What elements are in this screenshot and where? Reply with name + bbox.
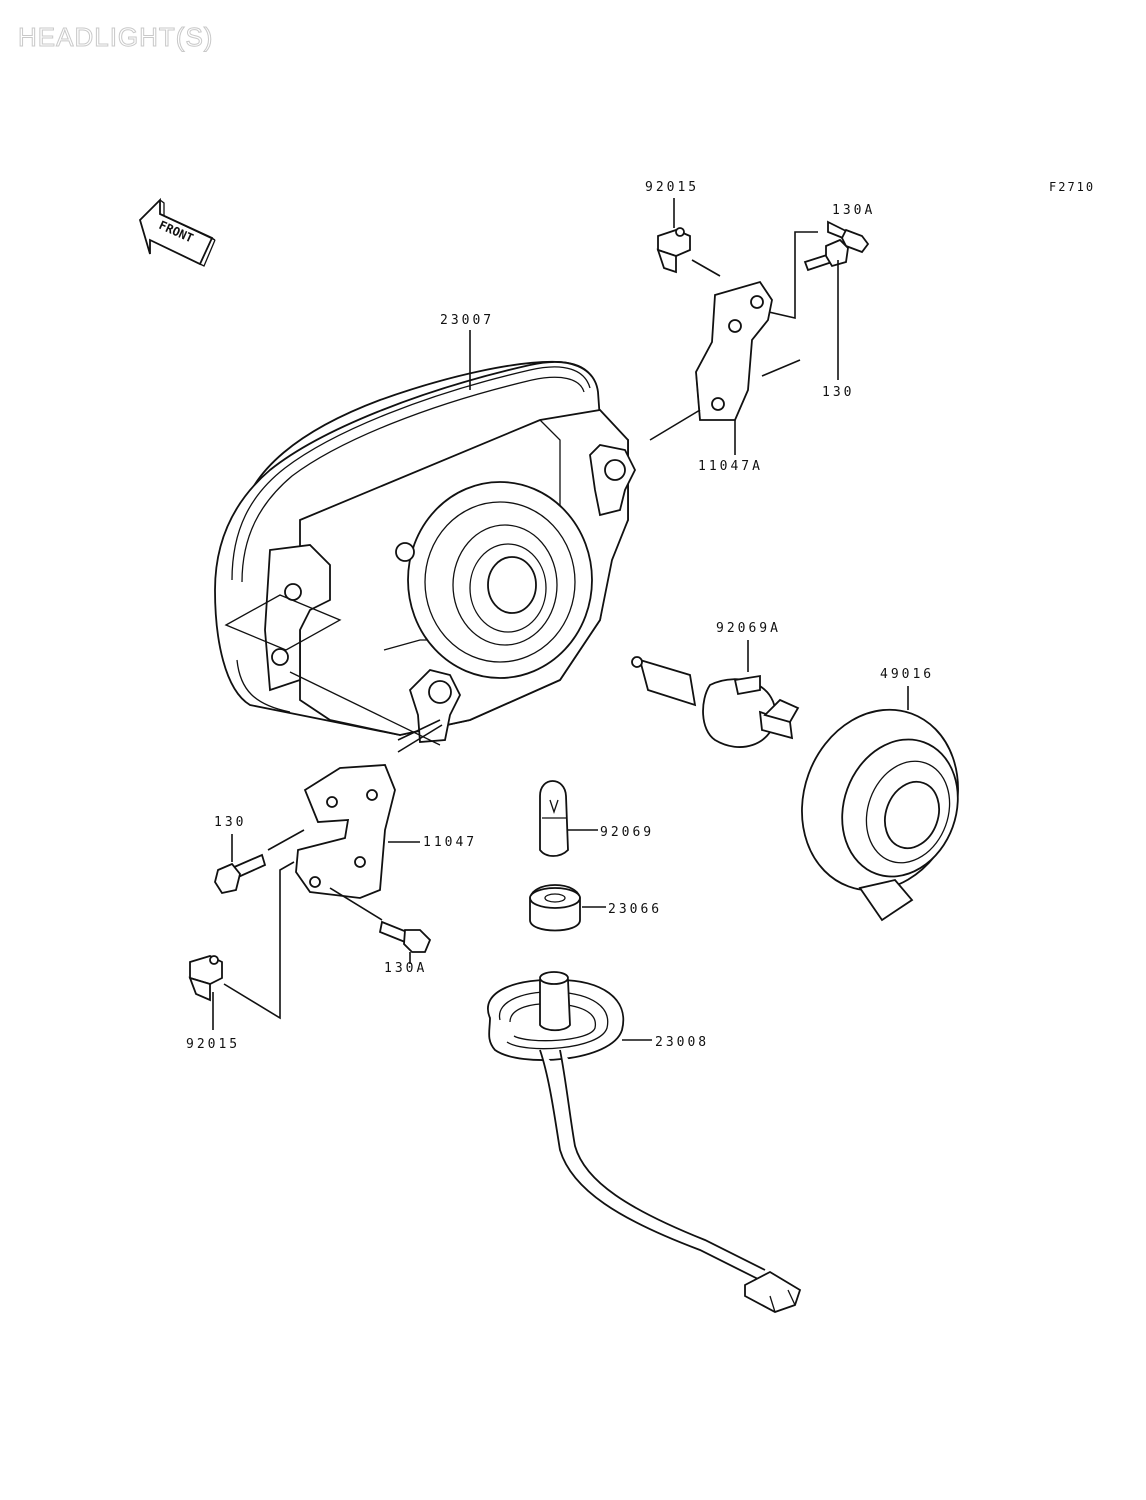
label-23066: 23066 (608, 902, 662, 917)
label-130A-top: 130A (832, 203, 875, 218)
label-130-left: 130 (214, 815, 246, 830)
headlight-bulb (631, 656, 800, 748)
label-23007: 23007 (440, 313, 494, 328)
position-bulb (539, 780, 569, 857)
label-23008: 23008 (655, 1035, 709, 1050)
bulb-socket (487, 971, 802, 1313)
grommet (529, 884, 581, 932)
clip-nut-bottom (188, 955, 223, 1002)
headlight-unit (214, 360, 637, 746)
bulb-cover (801, 708, 959, 922)
bolt-130-left (214, 853, 267, 895)
label-130-top: 130 (822, 385, 854, 400)
label-11047: 11047 (423, 835, 477, 850)
bracket-left (295, 764, 396, 899)
label-130A-bottom: 130A (384, 961, 427, 976)
front-arrow-icon: FRONT (138, 197, 216, 267)
label-92069: 92069 (600, 825, 654, 840)
label-92015-top: 92015 (645, 180, 699, 195)
figure-reference: F2710 (1049, 180, 1096, 194)
page-title: HEADLIGHT(S) (17, 22, 214, 53)
bolt-130A-top (827, 220, 870, 254)
bolt-130-top (803, 238, 849, 272)
bracket-right (695, 280, 773, 421)
clip-nut-top (656, 227, 691, 274)
label-92069A: 92069A (716, 621, 781, 636)
bolt-130A-bottom (378, 920, 432, 953)
label-11047A: 11047A (698, 459, 763, 474)
label-49016: 49016 (880, 667, 934, 682)
label-92015-bottom: 92015 (186, 1037, 240, 1052)
